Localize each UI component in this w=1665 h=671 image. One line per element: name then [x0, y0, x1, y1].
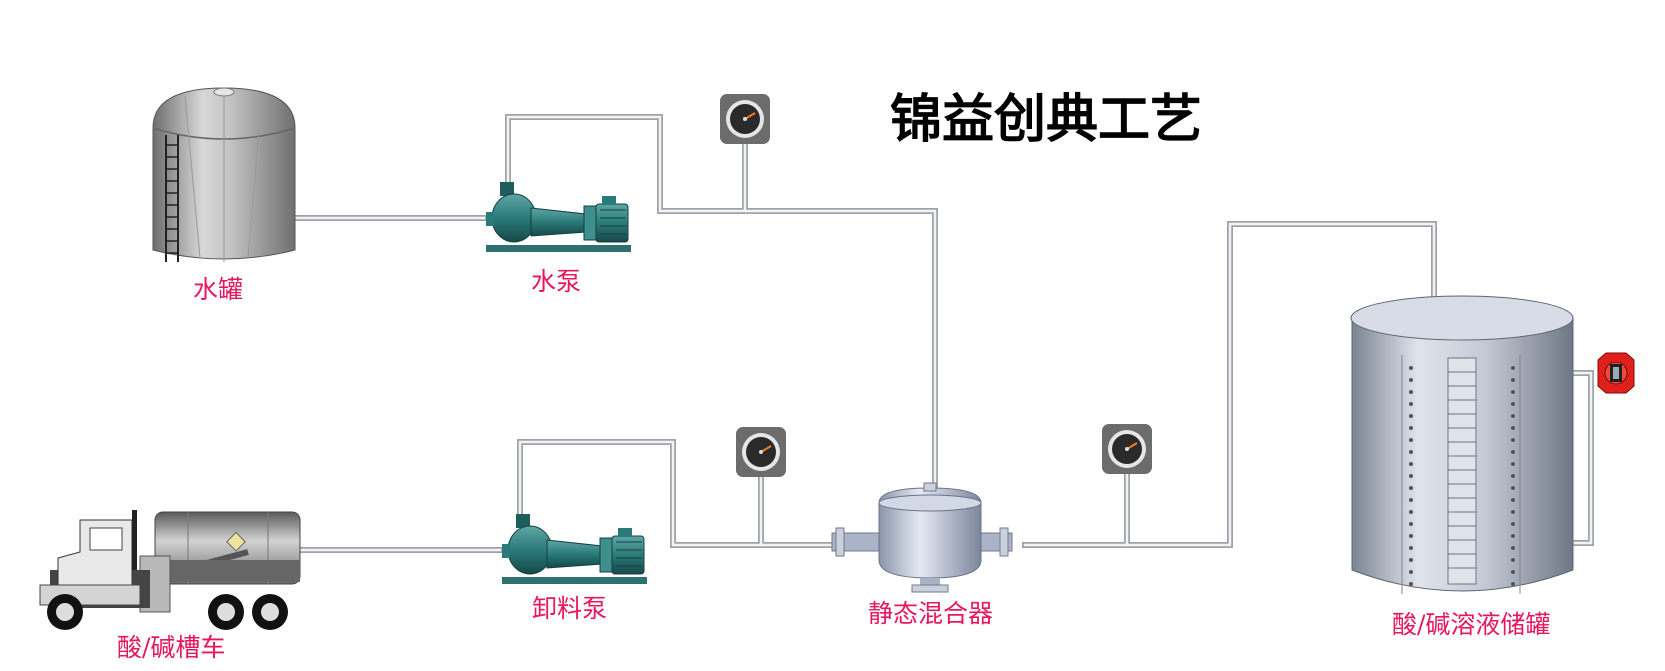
tanker-truck-icon[interactable]	[39, 510, 301, 630]
storage-tank-label: 酸/碱溶液储罐	[1392, 610, 1550, 639]
static-mixer-label: 静态混合器	[868, 599, 993, 628]
unload-pump-label: 卸料泵	[532, 594, 607, 623]
pressure-gauge-icon[interactable]	[1102, 424, 1152, 474]
pressure-gauge-icon[interactable]	[720, 94, 770, 144]
tanker-truck-label: 酸/碱槽车	[117, 633, 225, 662]
water-tank-icon[interactable]	[152, 87, 296, 262]
truck-wheel-icon	[252, 594, 288, 630]
storage-tank-icon[interactable]	[1350, 295, 1574, 594]
pipe-unload-pump-discharge	[517, 439, 846, 548]
pipe-water-pump-discharge	[505, 114, 938, 495]
pipe-level-loop	[1570, 370, 1594, 546]
water-tank-label: 水罐	[193, 275, 243, 304]
truck-wheel-icon	[47, 594, 83, 630]
pressure-gauge-icon[interactable]	[736, 427, 786, 477]
water-pump-label: 水泵	[531, 267, 581, 296]
static-mixer-icon[interactable]	[831, 482, 1013, 593]
water-pump-icon[interactable]	[486, 182, 631, 252]
level-transmitter-icon[interactable]	[1597, 352, 1635, 394]
unload-pump-icon[interactable]	[502, 514, 647, 584]
truck-wheel-icon	[208, 594, 244, 630]
pipes	[285, 114, 1594, 553]
page-title: 锦益创典工艺	[890, 90, 1202, 150]
